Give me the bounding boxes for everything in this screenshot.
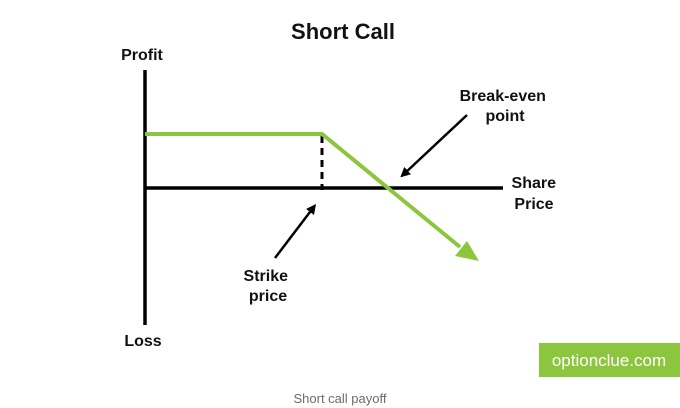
break-even-label: Break-even point — [460, 88, 551, 125]
watermark-text: optionclue.com — [552, 351, 666, 370]
profit-axis-label: Profit — [121, 47, 163, 64]
short-call-payoff-diagram: Short Call Profit Loss Share Price Break… — [121, 19, 680, 377]
figure-caption: Short call payoff — [293, 391, 387, 406]
watermark-background — [539, 343, 680, 377]
loss-axis-label: Loss — [124, 333, 161, 350]
share-price-label: Share Price — [512, 175, 561, 213]
strike-price-label: Strike price — [244, 268, 293, 305]
short-call-payoff-line — [145, 132, 462, 249]
optionclue-watermark: optionclue.com — [539, 343, 680, 377]
strike-price-arrow — [274, 204, 317, 259]
diagram-title: Short Call — [291, 19, 395, 44]
break-even-arrow — [400, 114, 468, 178]
payoff-arrowhead — [455, 241, 479, 261]
